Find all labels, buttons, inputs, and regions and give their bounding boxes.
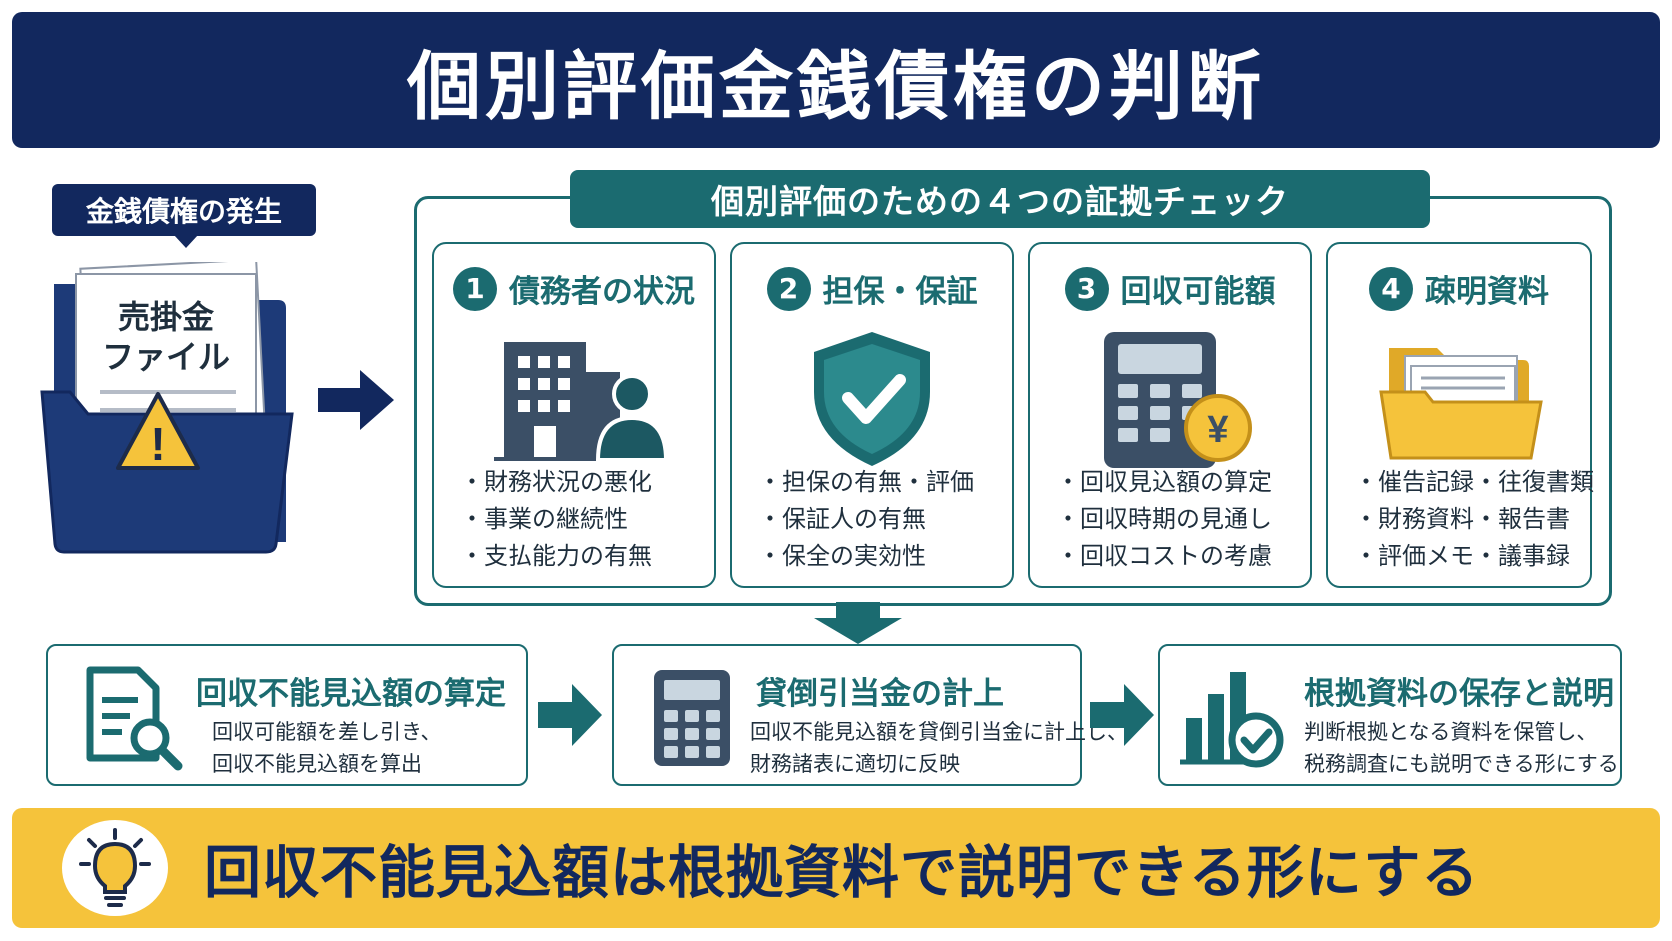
- card-item: ・支払能力の有無: [460, 542, 652, 570]
- evidence-card-recoverable: 3 回収可能額 ¥ ・回収見込額の算定 ・回収時期の見通し ・回収コストの考慮: [1028, 242, 1312, 588]
- card-number: 1: [453, 266, 497, 311]
- step-desc-line: 税務調査にも説明できる形にする: [1304, 752, 1619, 776]
- card-item: ・財務状況の悪化: [460, 468, 652, 496]
- yen-symbol: ¥: [1207, 409, 1228, 451]
- card-item: ・催告記録・往復書類: [1354, 468, 1594, 496]
- bulb-badge: [62, 820, 168, 916]
- title-bar: 個別評価金銭債権の判断: [12, 12, 1660, 148]
- flow-arrow-right-icon: [538, 684, 602, 746]
- card-item: ・財務資料・報告書: [1354, 505, 1570, 533]
- card-number: 2: [766, 266, 811, 311]
- card-item: ・保全の実効性: [758, 542, 926, 570]
- card-item: ・回収コストの考慮: [1056, 542, 1272, 570]
- card-item: ・評価メモ・議事録: [1354, 542, 1570, 570]
- step-desc-line: 回収不能見込額を算出: [212, 752, 422, 776]
- card-items: ・催告記録・往復書類 ・財務資料・報告書 ・評価メモ・議事録: [1354, 464, 1594, 575]
- card-item: ・回収見込額の算定: [1056, 468, 1272, 496]
- card-item: ・回収時期の見通し: [1056, 505, 1272, 533]
- card-number: 3: [1064, 266, 1109, 311]
- step-title: 根拠資料の保存と説明: [1304, 676, 1614, 712]
- occurrence-badge: 金銭債権の発生: [52, 184, 316, 248]
- card-title: 債務者の状況: [509, 274, 695, 310]
- card-item: ・事業の継続性: [460, 505, 628, 533]
- evidence-title: 個別評価のための４つの証拠チェック: [570, 170, 1430, 228]
- conclusion-bar: 回収不能見込額は根拠資料で説明できる形にする: [12, 808, 1660, 928]
- card-item: ・保証人の有無: [758, 505, 926, 533]
- calculator-icon: [654, 670, 730, 766]
- evidence-card-collateral: 2 担保・保証 ・担保の有無・評価 ・保証人の有無 ・保全の実効性: [730, 242, 1014, 588]
- conclusion-text: 回収不能見込額は根拠資料で説明できる形にする: [204, 840, 1480, 906]
- folder-label-line2: ファイル: [102, 339, 230, 375]
- card-number: 4: [1369, 266, 1413, 311]
- folder-label-line1: 売掛金: [118, 299, 215, 335]
- lightbulb-icon: [79, 828, 151, 907]
- document-search-icon: [86, 666, 183, 771]
- building-person-icon: [494, 342, 669, 462]
- calculator-yen-icon: ¥: [1104, 332, 1252, 468]
- step-desc-line: 回収不能見込額を貸倒引当金に計上し、: [750, 720, 1128, 744]
- step-title: 貸倒引当金の計上: [756, 676, 1004, 712]
- card-items: ・担保の有無・評価 ・保証人の有無 ・保全の実効性: [758, 464, 974, 575]
- warning-mark: !: [150, 418, 165, 470]
- step-allowance-recording: 貸倒引当金の計上 回収不能見込額を貸倒引当金に計上し、 財務諸表に適切に反映: [612, 644, 1128, 786]
- flow-arrow-right-icon: [1090, 684, 1154, 746]
- receivables-folder-icon: 売掛金 ファイル !: [40, 262, 294, 554]
- shield-check-icon: [814, 332, 930, 466]
- flow-arrow-down-icon: [814, 602, 902, 644]
- step-document-retention: 根拠資料の保存と説明 判断根拠となる資料を保管し、 税務調査にも説明できる形にす…: [1158, 644, 1622, 786]
- step-desc-line: 回収可能額を差し引き、: [212, 720, 442, 744]
- step-desc-line: 判断根拠となる資料を保管し、: [1304, 720, 1598, 744]
- step-unrecoverable-estimate: 回収不能見込額の算定 回収可能額を差し引き、 回収不能見込額を算出: [46, 644, 528, 786]
- step-title: 回収不能見込額の算定: [196, 676, 506, 712]
- flow-arrow-right-icon: [318, 370, 394, 430]
- chart-check-icon: [1180, 672, 1284, 768]
- step-desc-line: 財務諸表に適切に反映: [750, 752, 960, 776]
- card-items: ・財務状況の悪化 ・事業の継続性 ・支払能力の有無: [460, 464, 652, 575]
- open-folder-icon: [1379, 348, 1543, 460]
- card-title: 回収可能額: [1120, 274, 1276, 310]
- card-items: ・回収見込額の算定 ・回収時期の見通し ・回収コストの考慮: [1056, 464, 1272, 575]
- card-title: 疎明資料: [1425, 274, 1549, 310]
- card-item: ・担保の有無・評価: [758, 468, 974, 496]
- evidence-card-supporting-docs: 4 疎明資料 ・催告記録・往復書類 ・財務資料・報告書 ・評価メモ・議事録: [1326, 242, 1594, 588]
- evidence-card-debtor: 1 債務者の状況 ・財務状況の悪化 ・事業の継続性 ・支払能力の有無: [432, 242, 716, 588]
- page-title: 個別評価金銭債権の判断: [407, 43, 1265, 130]
- card-title: 担保・保証: [822, 274, 978, 310]
